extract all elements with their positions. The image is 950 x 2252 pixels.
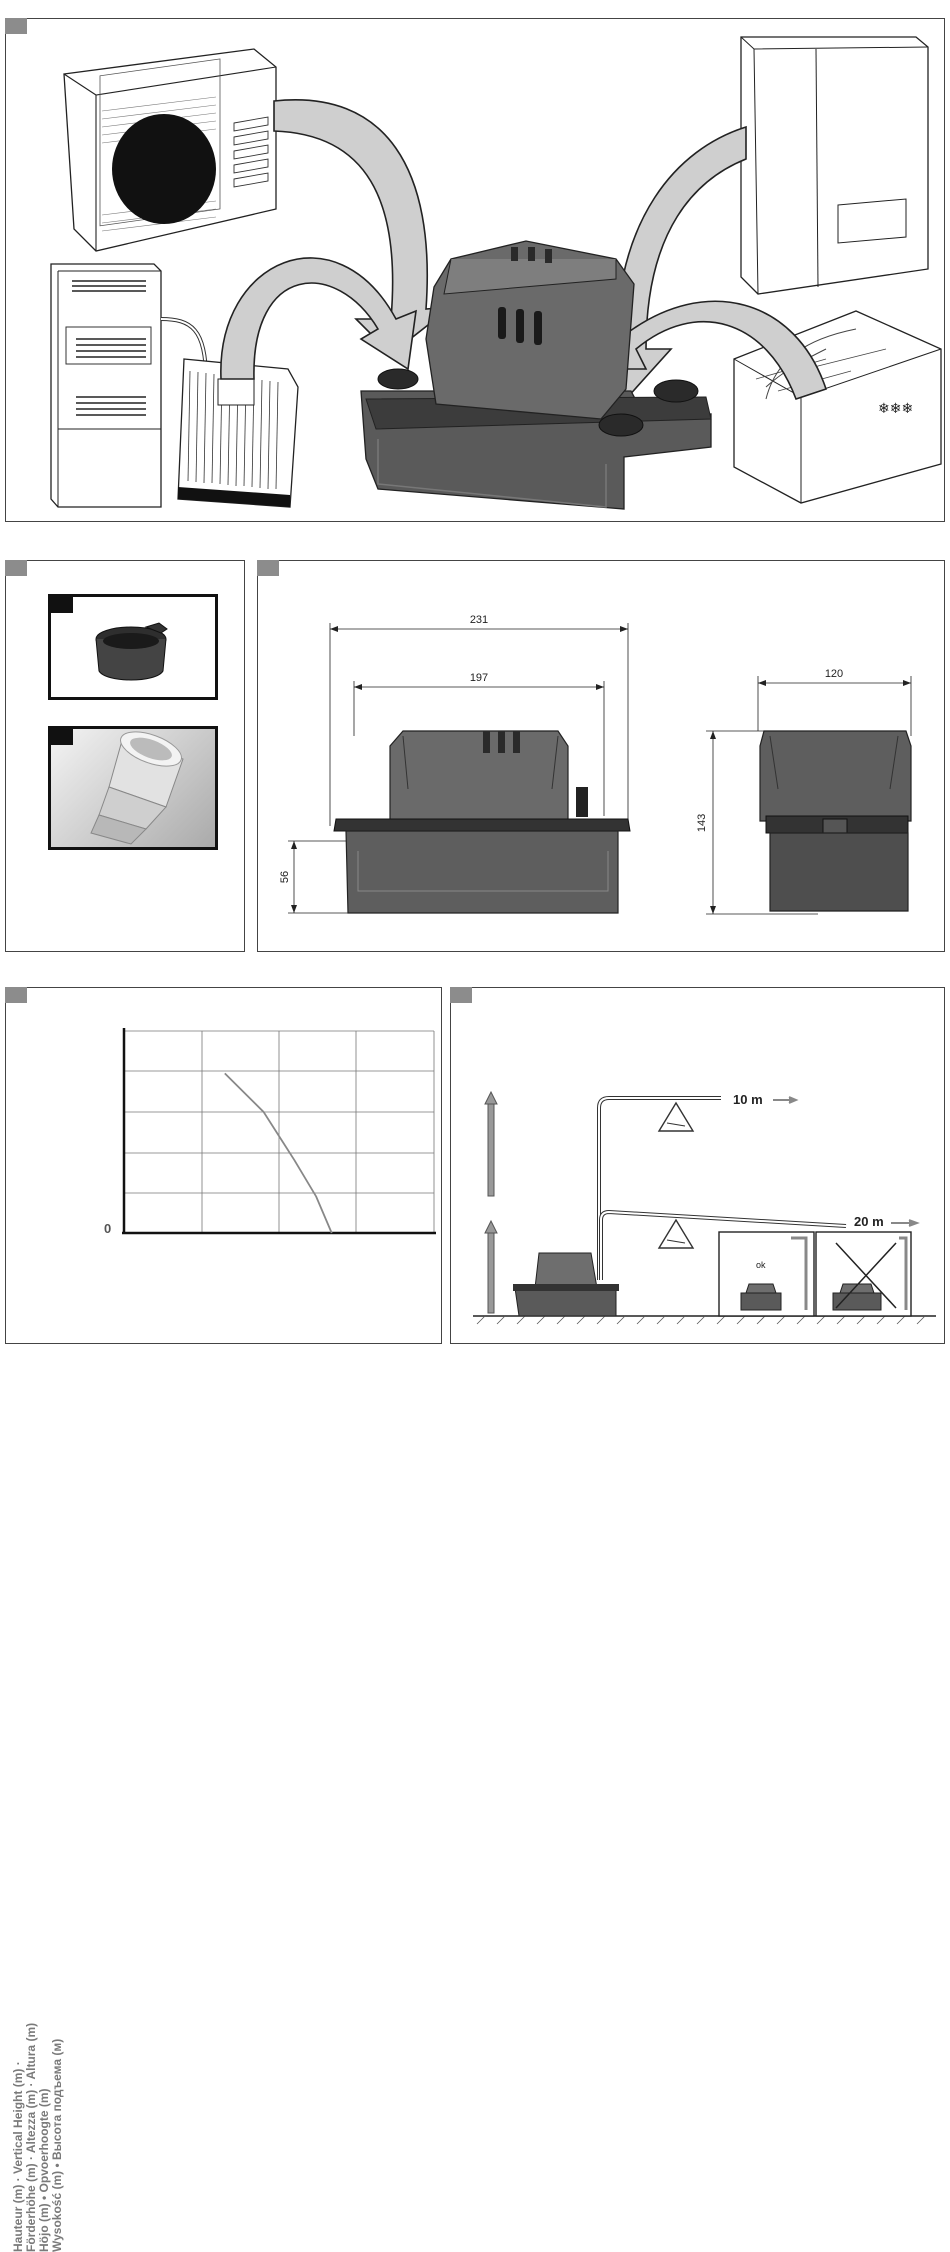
y-axis-label-line: Höjo (m) • Opvoerhoogte (m) [38, 2023, 51, 2252]
pump-side-view-icon [760, 731, 911, 911]
performance-chart: 0 [6, 988, 441, 1343]
dimension-drawing: 231 197 120 143 56 [258, 561, 944, 951]
accessory-adapter-frame [48, 726, 218, 850]
inlet-cup-icon [51, 597, 215, 697]
installation-panel: 10 m 20 m ok [450, 987, 945, 1344]
dimensions-panel: 231 197 120 143 56 [257, 560, 945, 952]
incorrect-installation-box [816, 1232, 911, 1316]
arrow-right-icon [773, 1097, 796, 1103]
applications-panel: ❄❄❄ [5, 18, 945, 522]
snowflake-icon: ❄❄❄ [878, 400, 913, 416]
accessories-panel [5, 560, 245, 952]
y-zero-label: 0 [104, 1221, 111, 1236]
correct-installation-box: ok [719, 1232, 814, 1316]
applications-illustration: ❄❄❄ [6, 19, 944, 521]
flow-arrow-coil [221, 258, 416, 379]
arrow-right-icon [891, 1220, 917, 1226]
ok-label: ok [756, 1260, 766, 1270]
section-tab [5, 18, 27, 34]
performance-chart-panel: 0 Hauteur (m) · Vertical Height (m) · Fö… [5, 987, 442, 1344]
installation-diagram: 10 m 20 m ok [451, 988, 944, 1343]
section-tab [5, 987, 27, 1003]
section-tab [5, 560, 27, 576]
condensate-pump-icon [513, 1253, 619, 1316]
distance-label-long: 20 m [854, 1214, 884, 1229]
warning-triangle-icon-lower [659, 1220, 693, 1248]
flow-arrow-outdoor-unit [274, 100, 451, 354]
vertical-height-arrow-lower [485, 1221, 497, 1313]
vertical-height-arrow-upper [485, 1092, 497, 1196]
wall-boiler-icon [741, 37, 928, 294]
accessory-cup-frame [48, 594, 218, 700]
y-axis-label-line: Förderhöhe (m) · Altezza (m) · Altura (m… [25, 2023, 38, 2252]
discharge-pipe-short [599, 1098, 721, 1280]
dimension-body-width: 197 [470, 672, 488, 684]
dimension-base-height: 56 [279, 871, 291, 883]
hose-adapter-icon [51, 729, 215, 847]
dimension-total-width: 231 [470, 614, 488, 626]
section-tab [450, 987, 472, 1003]
section-tab [257, 560, 279, 576]
dimension-depth: 120 [825, 668, 843, 680]
outdoor-ac-unit-icon [64, 49, 276, 251]
evaporator-coil-icon [178, 359, 298, 507]
dimension-height: 143 [696, 814, 708, 832]
y-axis-label-line: Hauteur (m) · Vertical Height (m) · [12, 2023, 25, 2252]
y-axis-label: Hauteur (m) · Vertical Height (m) · Förd… [12, 2023, 64, 2252]
distance-label-short: 10 m [733, 1092, 763, 1107]
chart-grid [124, 1031, 434, 1233]
y-axis-label-line: Wysokość (m) • Высота подъема (м) [51, 2023, 64, 2252]
pump-front-view-icon [334, 731, 630, 913]
warning-triangle-icon-upper [659, 1103, 693, 1131]
